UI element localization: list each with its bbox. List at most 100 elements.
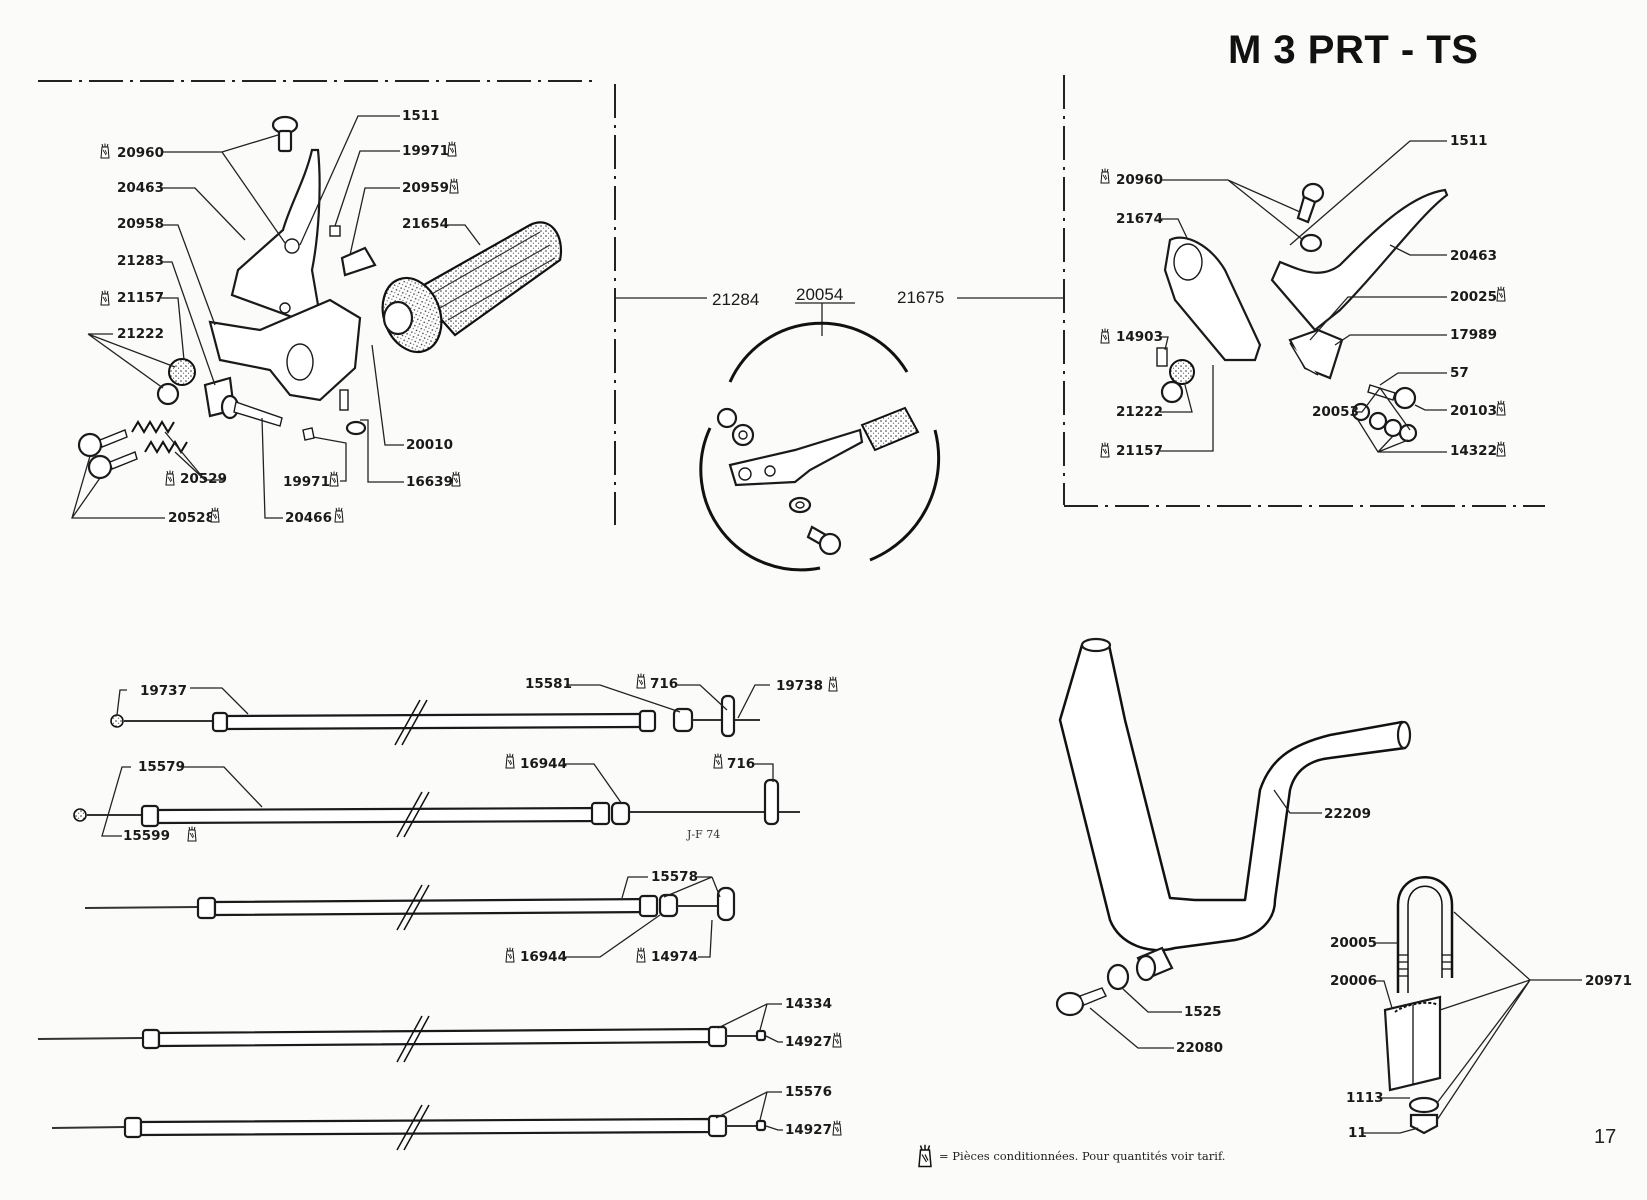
kit-lever-arm bbox=[728, 428, 864, 487]
label-22209: 22209 bbox=[1324, 806, 1371, 822]
handlebar-22209: 22209 1525 22080 bbox=[1055, 637, 1412, 1056]
label-20960: 20960 bbox=[1116, 172, 1163, 188]
label-1525: 1525 bbox=[1184, 1004, 1222, 1020]
packaged-icon bbox=[329, 471, 339, 487]
packaged-icon bbox=[713, 753, 723, 769]
packaged-icon bbox=[1100, 328, 1110, 344]
label-20959: 20959 bbox=[402, 180, 449, 196]
bushing-1511 bbox=[284, 238, 300, 254]
label-1511: 1511 bbox=[1450, 133, 1488, 149]
label-20960: 20960 bbox=[117, 145, 164, 161]
clamp-hole bbox=[286, 343, 314, 381]
label-716-b: 716 bbox=[727, 756, 755, 772]
adjuster-21222 bbox=[156, 358, 196, 406]
lever-20463 bbox=[230, 148, 321, 320]
kit-circle-arc-left bbox=[699, 427, 821, 572]
assembly-ref-21675: 21675 bbox=[897, 288, 1064, 307]
label-20103: 20103 bbox=[1450, 403, 1497, 419]
cable-sheath bbox=[225, 712, 642, 731]
kit-circle-arc-top bbox=[728, 321, 909, 383]
kit-washer-pin bbox=[788, 496, 842, 556]
pin-20960 bbox=[271, 115, 299, 153]
label-14927-b: 14927 bbox=[785, 1122, 832, 1138]
label-1113: 1113 bbox=[1346, 1090, 1384, 1106]
barrel-716 bbox=[720, 694, 736, 738]
cable-2: 15579 16944 716 15599 J-F 74 bbox=[73, 753, 800, 844]
label-16639: 16639 bbox=[406, 474, 453, 490]
label-21222: 21222 bbox=[117, 326, 164, 342]
label-14927-a: 14927 bbox=[785, 1034, 832, 1050]
right-assembly-labels: 1511 20960 21674 20463 20025 14903 17989… bbox=[1100, 133, 1506, 459]
assembly-ref-label: 21284 bbox=[712, 290, 759, 309]
adjuster-21222 bbox=[1160, 359, 1195, 404]
label-20005: 20005 bbox=[1330, 935, 1377, 951]
left-assembly-labels: 1511 20960 19971 20463 20959 20958 21654… bbox=[71, 108, 481, 526]
label-20053: 20053 bbox=[1312, 404, 1359, 420]
kit-20054: 20054 bbox=[699, 285, 941, 572]
label-20010: 20010 bbox=[406, 437, 453, 453]
barrel-716 bbox=[763, 778, 780, 826]
packaged-icon bbox=[334, 507, 344, 523]
kit-circle-arc-right bbox=[869, 429, 941, 562]
screw-19971-lower bbox=[302, 427, 315, 441]
label-19737: 19737 bbox=[140, 683, 187, 699]
page-number: 17 bbox=[1594, 1126, 1617, 1148]
label-15578: 15578 bbox=[651, 869, 698, 885]
left-assembly-frame bbox=[38, 80, 616, 525]
barrel-14974 bbox=[716, 886, 736, 922]
label-15576: 15576 bbox=[785, 1084, 832, 1100]
kit-slider-block bbox=[860, 406, 920, 452]
right-assembly-drawing bbox=[1156, 182, 1449, 443]
cable-5: 15576 14927 bbox=[51, 1084, 842, 1151]
label-15579: 15579 bbox=[138, 759, 185, 775]
legend-footnote: = Pièces conditionnées. Pour quantités v… bbox=[917, 1144, 1225, 1168]
packaged-icon bbox=[187, 826, 197, 842]
kit-ref-label: 20054 bbox=[796, 285, 843, 304]
cable-sheath bbox=[213, 897, 652, 917]
clip-20025 bbox=[1289, 342, 1319, 376]
label-716-a: 716 bbox=[650, 676, 678, 692]
cable-nipple bbox=[110, 714, 124, 728]
screw-20103 bbox=[1367, 384, 1417, 410]
label-20958: 20958 bbox=[117, 216, 164, 232]
right-assembly-frame bbox=[1063, 75, 1545, 507]
label-21157: 21157 bbox=[1116, 443, 1163, 459]
packaged-icon bbox=[636, 673, 646, 689]
label-15581: 15581 bbox=[525, 676, 572, 692]
label-11: 11 bbox=[1348, 1125, 1367, 1141]
left-assembly-drawing bbox=[77, 115, 563, 480]
break-mark bbox=[396, 1104, 430, 1151]
packaged-icon bbox=[505, 947, 515, 963]
label-22080: 22080 bbox=[1176, 1040, 1223, 1056]
nipple-14903 bbox=[1156, 347, 1168, 367]
break-mark bbox=[396, 791, 430, 838]
label-21222: 21222 bbox=[1116, 404, 1163, 420]
bolt-20466 bbox=[220, 394, 283, 427]
packaged-icon bbox=[1496, 400, 1506, 416]
break-mark bbox=[396, 884, 430, 931]
screw-19971-top bbox=[329, 225, 341, 237]
label-20025: 20025 bbox=[1450, 289, 1497, 305]
washer-1113 bbox=[1408, 1096, 1440, 1114]
label-20466: 20466 bbox=[285, 510, 332, 526]
packaged-icon bbox=[636, 947, 646, 963]
cable-4: 14334 14927 bbox=[37, 996, 842, 1063]
screw-20528-a bbox=[77, 429, 128, 458]
artist-signature: J-F 74 bbox=[686, 828, 720, 841]
lever-20463 bbox=[1270, 188, 1449, 332]
screw-20528-b bbox=[87, 451, 138, 480]
packaged-icon bbox=[165, 470, 175, 486]
washer-1525 bbox=[1106, 963, 1130, 991]
legend-text: = Pièces conditionnées. Pour quantités v… bbox=[939, 1149, 1226, 1163]
packaged-icon bbox=[505, 753, 515, 769]
pin-20960 bbox=[1296, 182, 1325, 253]
packaged-icon bbox=[449, 178, 459, 194]
label-20528: 20528 bbox=[168, 510, 215, 526]
grip-21654 bbox=[381, 221, 563, 354]
assembly-ref-label: 21675 bbox=[897, 288, 944, 307]
packaged-icon bbox=[100, 290, 110, 306]
packaged-icon bbox=[1100, 442, 1110, 458]
break-mark bbox=[396, 1015, 430, 1063]
spring-20529-a bbox=[131, 420, 175, 434]
